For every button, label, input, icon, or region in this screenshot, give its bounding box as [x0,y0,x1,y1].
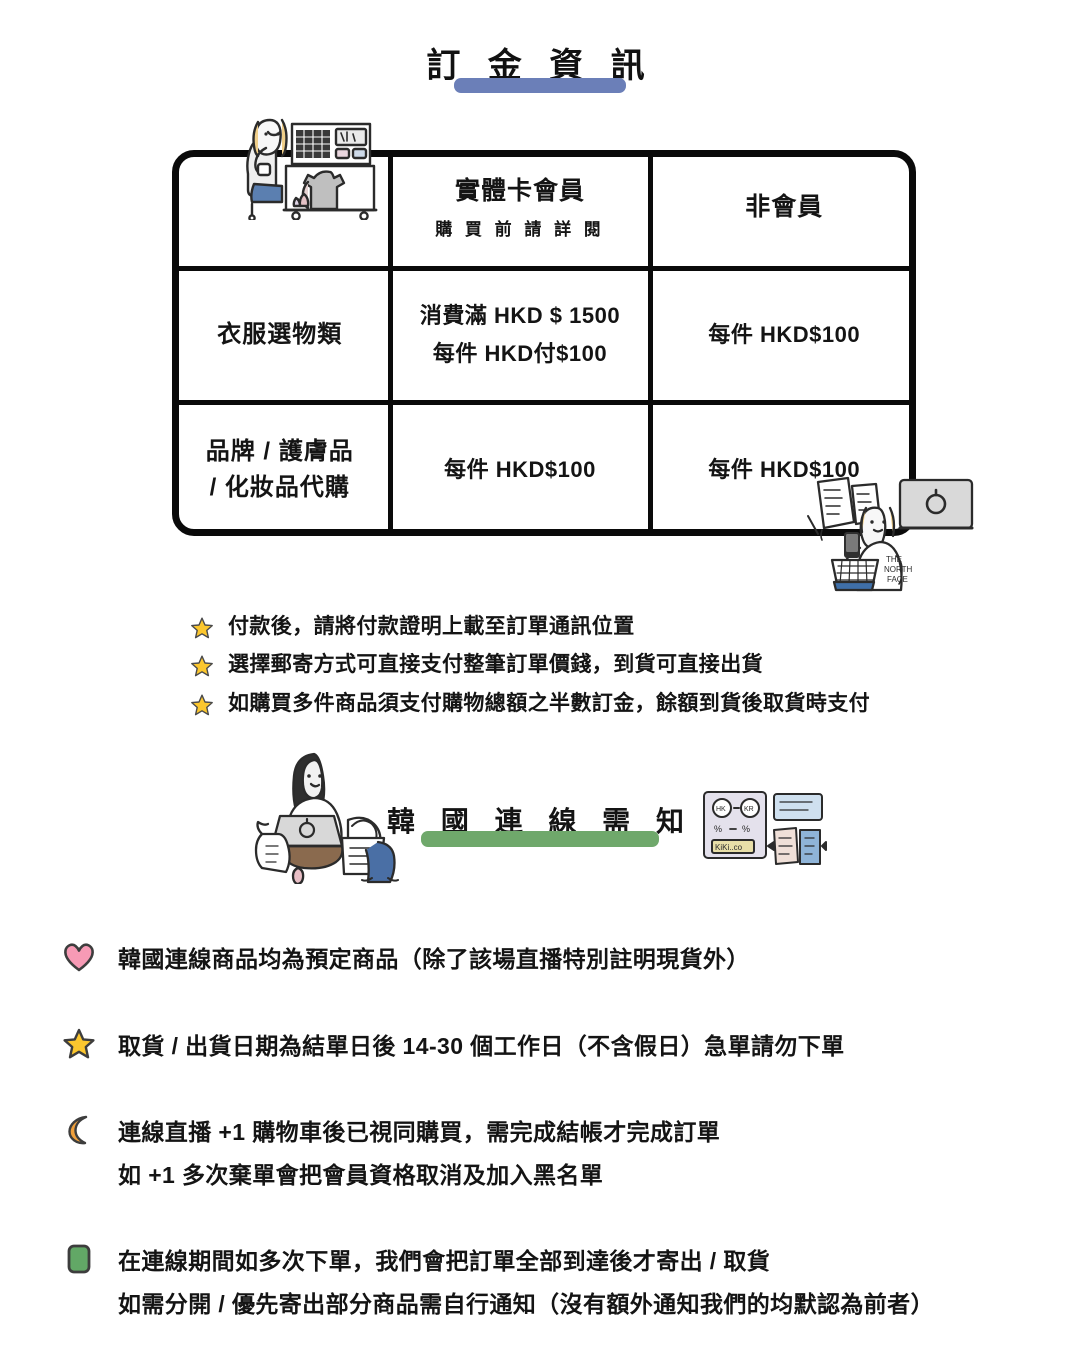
note-line: 韓國連線商品均為預定商品（除了該場直播特別註明現貨外） [118,946,750,972]
note-item-preorder: 韓國連線商品均為預定商品（除了該場直播特別註明現貨外） [62,938,1062,981]
heart-icon [62,940,96,974]
note-item-shipping-days: 取貨 / 出貨日期為結單日後 14-30 個工作日（不含假日）急單請勿下單 [62,1025,1062,1068]
note-line: 如 +1 多次棄單會把會員資格取消及加入黑名單 [118,1161,604,1188]
list-item: 選擇郵寄方式可直接支付整筆訂單價錢，到貨可直接出貨 [190,650,990,680]
basket-shopper-illustration: THE NORTH FACE [800,472,982,594]
payment-notes-list: 付款後，請將付款證明上載至訂單通訊位置 選擇郵寄方式可直接支付整筆訂單價錢，到貨… [190,612,990,719]
row2-member-value: 每件 HKD$100 [444,457,596,482]
section-header-text: 韓 國 連 線 需 知 [377,800,703,847]
star-icon [62,1027,96,1061]
header-member-title: 實體卡會員 [454,177,585,206]
note-item-body: 韓國連線商品均為預定商品（除了該場直播特別註明現貨外） [118,938,750,981]
svg-text:%: % [742,824,750,834]
row2-category-line1: 品牌 / 護膚品 [205,438,354,466]
star-icon [190,693,214,717]
row1-member-line2: 每件 HKD付$100 [432,341,608,366]
row1-member-line1: 消費滿 HKD $ 1500 [419,302,621,328]
note-item-body: 連線直播 +1 購物車後已視同購買，需完成結帳才完成訂單 如 +1 多次棄單會把… [118,1111,720,1196]
svg-text:THE: THE [886,555,902,564]
list-item: 付款後，請將付款證明上載至訂單通訊位置 [190,612,990,642]
row1-member-cell: 消費滿 HKD $ 1500 每件 HKD付$100 [387,265,653,405]
row1-nonmember-value: 每件 HKD$100 [708,321,861,347]
svg-text:HK: HK [716,806,726,813]
section-highlight [421,831,659,847]
star-icon [190,616,214,640]
note-line: 取貨 / 出貨日期為結單日後 14-30 個工作日（不含假日）急單請勿下單 [118,1032,845,1059]
note-item-cart-commit: 連線直播 +1 購物車後已視同購買，需完成結帳才完成訂單 如 +1 多次棄單會把… [62,1111,1062,1196]
row2-category-line2: / 化妝品代購 [209,474,350,502]
laptop-shopper-illustration [252,742,428,886]
svg-text:KiKi..co: KiKi..co [715,843,743,852]
svg-text:%: % [714,824,722,834]
note-item-consolidation: 在連線期間如多次下單，我們會把訂單全部到達後才寄出 / 取貨 如需分開 / 優先… [62,1240,1062,1325]
title-highlight [454,78,626,93]
currency-note-cards-illustration: HK KR % % KiKi..co [700,786,828,866]
green-book-icon [62,1242,96,1276]
section-header: 韓 國 連 線 需 知 [0,800,1080,847]
svg-text:KR: KR [744,806,754,813]
svg-text:NORTH: NORTH [884,565,913,574]
korea-notes-list: 韓國連線商品均為預定商品（除了該場直播特別註明現貨外） 取貨 / 出貨日期為結單… [62,938,1062,1325]
table-header-member: 實體卡會員 購 買 前 請 詳 閱 [387,150,653,271]
table-header-nonmember: 非會員 [647,150,916,271]
svg-text:FACE: FACE [887,575,908,584]
star-icon [190,654,214,678]
list-item-label: 選擇郵寄方式可直接支付整筆訂單價錢，到貨可直接出貨 [228,653,763,677]
list-item-label: 如購買多件商品須支付購物總額之半數訂金，餘額到貨後取貨時支付 [228,691,870,715]
page-title-text: 訂 金 資 訊 [416,38,663,93]
table-row: 衣服選物類 消費滿 HKD $ 1500 每件 HKD付$100 每件 HKD$… [172,265,916,405]
row2-category-cell: 品牌 / 護膚品 / 化妝品代購 [172,399,393,536]
list-item: 如購買多件商品須支付購物總額之半數訂金，餘額到貨後取貨時支付 [190,689,990,719]
crescent-moon-icon [62,1113,96,1147]
row1-category-cell: 衣服選物類 [172,265,393,405]
row2-nonmember-value: 每件 HKD$100 [708,457,861,482]
row1-category: 衣服選物類 [217,321,343,348]
note-item-body: 在連線期間如多次下單，我們會把訂單全部到達後才寄出 / 取貨 如需分開 / 優先… [118,1240,934,1325]
note-item-body: 取貨 / 出貨日期為結單日後 14-30 個工作日（不含假日）急單請勿下單 [118,1025,845,1068]
note-line: 在連線期間如多次下單，我們會把訂單全部到達後才寄出 / 取貨 [118,1248,771,1275]
note-line: 連線直播 +1 購物車後已視同購買，需完成結帳才完成訂單 [118,1119,721,1146]
row1-nonmember-cell: 每件 HKD$100 [647,265,916,405]
list-item-label: 付款後，請將付款證明上載至訂單通訊位置 [228,615,635,638]
header-nonmember-title: 非會員 [745,192,824,221]
header-member-subtitle: 購 買 前 請 詳 閱 [435,220,605,240]
shopping-rack-illustration [208,108,384,222]
row2-member-cell: 每件 HKD$100 [387,399,653,536]
table-row: 品牌 / 護膚品 / 化妝品代購 每件 HKD$100 每件 HKD$100 [172,399,916,536]
page-title: 訂 金 資 訊 [0,38,1080,93]
note-line: 如需分開 / 優先寄出部分商品需自行通知（沒有額外通知我們的均默認為前者） [118,1290,934,1317]
pricing-table: 實體卡會員 購 買 前 請 詳 閱 非會員 衣服選物類 消費滿 HKD $ 15… [172,150,916,536]
